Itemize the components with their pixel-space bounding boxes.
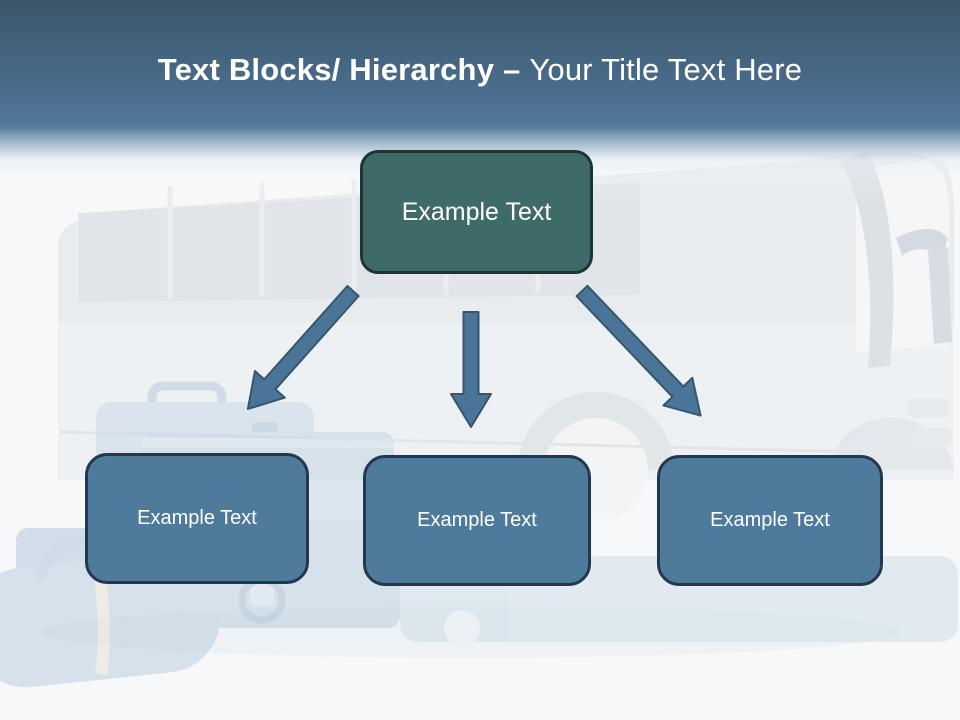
child-text-block-3: Example Text bbox=[657, 455, 883, 586]
child-text-block-1-label: Example Text bbox=[137, 507, 257, 529]
arrow-down-left-icon bbox=[246, 285, 360, 410]
bus-headlight-upper bbox=[906, 398, 950, 418]
arrow-down-right-icon bbox=[575, 284, 702, 417]
child-text-block-2-label: Example Text bbox=[417, 509, 537, 531]
duffel-bag bbox=[0, 552, 221, 688]
root-text-block-label: Example Text bbox=[401, 197, 552, 226]
child-text-block-1: Example Text bbox=[85, 453, 309, 584]
bus-headlight-lower bbox=[912, 428, 952, 446]
trunk-upper-lid-edge bbox=[142, 438, 394, 448]
bus-a-pillar bbox=[840, 152, 894, 368]
case-wheel bbox=[444, 610, 480, 646]
arrow-down-icon bbox=[450, 311, 492, 428]
root-text-block: Example Text bbox=[360, 150, 593, 274]
child-text-block-2: Example Text bbox=[363, 455, 591, 586]
child-text-block-3-label: Example Text bbox=[710, 509, 830, 531]
bus-mirror-post bbox=[928, 247, 952, 344]
